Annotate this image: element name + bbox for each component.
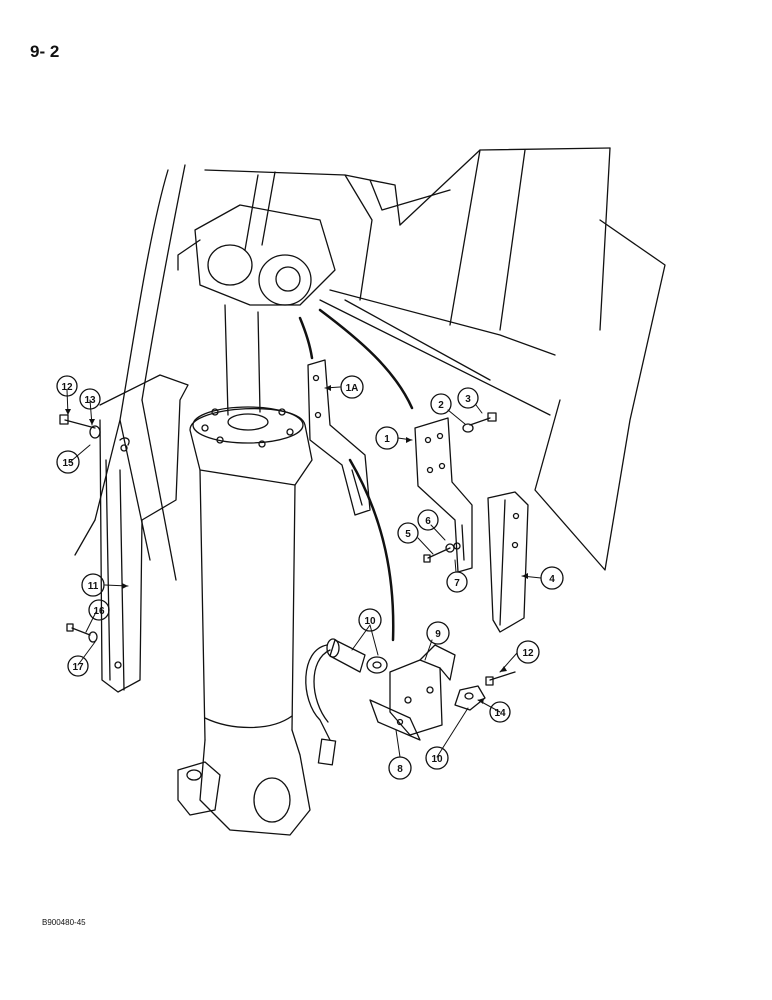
callout-1: 1	[384, 434, 390, 445]
assembly-arrows	[298, 308, 414, 642]
proximity-sensor	[305, 638, 486, 766]
boom-frame	[74, 147, 666, 581]
part-11-bracket	[99, 374, 189, 693]
callout-7: 7	[454, 578, 460, 589]
callout-15: 15	[62, 458, 74, 469]
part-8-plate	[369, 699, 421, 741]
figure-code: B900480-45	[42, 918, 86, 927]
callout-16: 16	[93, 606, 105, 617]
callout-3: 3	[465, 394, 471, 405]
cylinder-rod	[224, 304, 261, 416]
callout-11: 11	[88, 581, 99, 592]
callout-2: 2	[438, 400, 444, 411]
part-1a-bracket	[307, 359, 371, 516]
callout-12-right: 12	[522, 648, 534, 659]
callout-10-sensor: 10	[364, 616, 376, 627]
callout-1a: 1A	[346, 383, 359, 394]
callout-6: 6	[425, 516, 431, 527]
callout-5: 5	[405, 529, 411, 540]
callout-9: 9	[435, 629, 441, 640]
callout-numbers: 1A 1 2 3 4 5 6 7 8 9 10 10 11 12 12 13 1…	[61, 382, 555, 775]
callout-10-nut: 10	[431, 754, 443, 765]
part-4-angle-bracket	[487, 491, 529, 633]
callout-4: 4	[549, 574, 555, 585]
part-9-sensor-bracket	[389, 644, 456, 736]
callout-12-left: 12	[61, 382, 73, 393]
fasteners	[59, 412, 516, 686]
leader-lines	[66, 386, 542, 758]
callout-13: 13	[84, 395, 96, 406]
cylinder-base-end	[177, 729, 311, 836]
callout-17: 17	[72, 662, 84, 673]
callout-8: 8	[397, 764, 403, 775]
callout-labels	[56, 375, 564, 780]
cylinder-rod-end	[177, 204, 336, 306]
callout-14: 14	[494, 708, 506, 719]
cylinder-flange	[189, 406, 313, 486]
cylinder-barrel	[199, 469, 296, 741]
part-1-bracket	[414, 417, 473, 573]
leader-arrowheads	[65, 385, 528, 704]
page-number: 9- 2	[30, 42, 60, 61]
